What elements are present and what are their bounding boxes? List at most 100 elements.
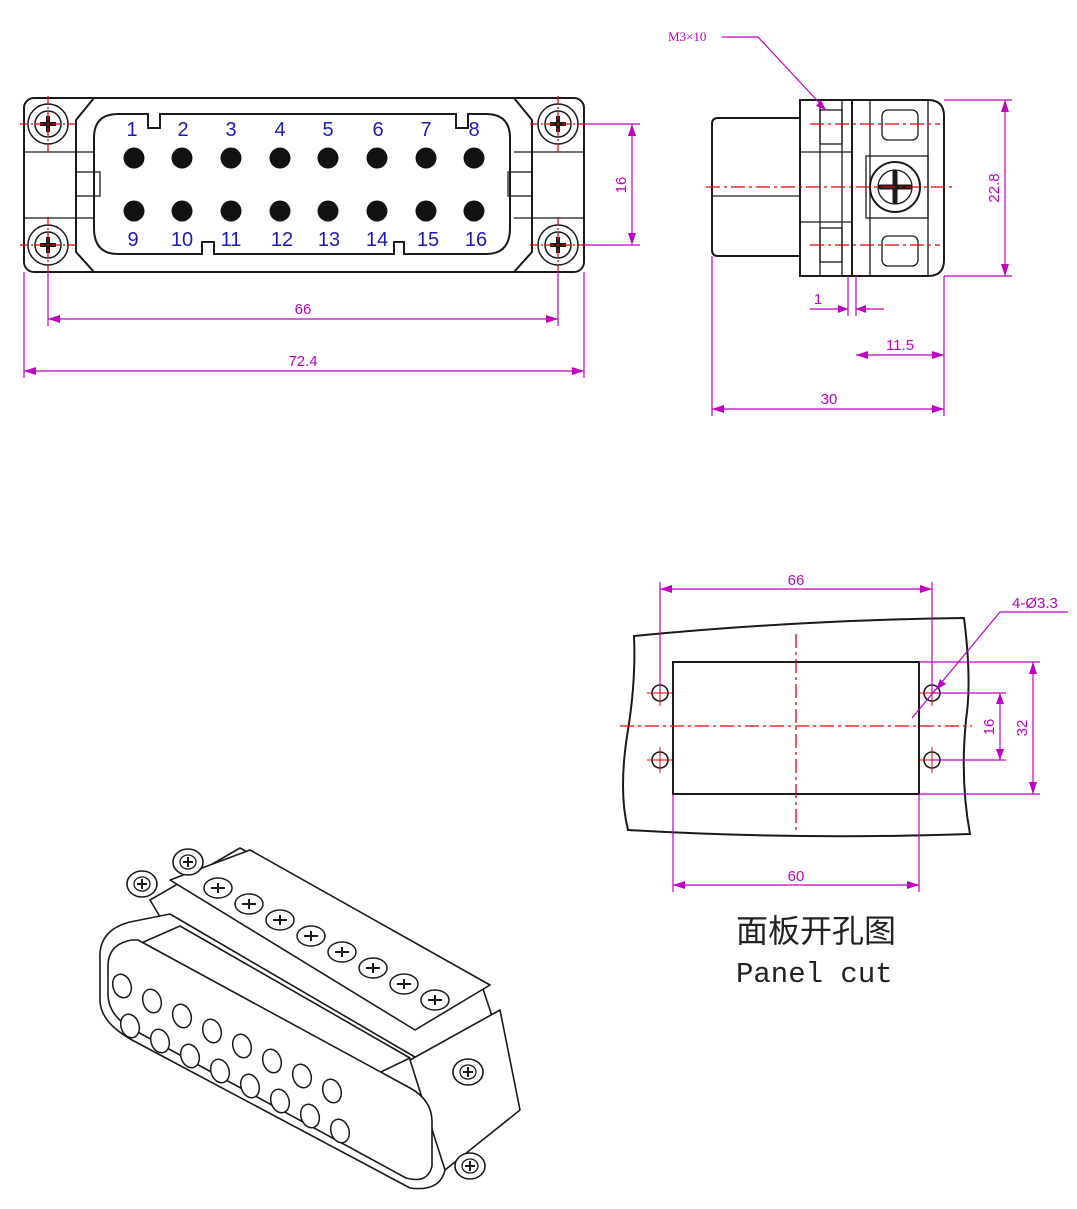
side-view: M3×10 22.8 1 11.5 30 bbox=[668, 29, 1012, 416]
phillips-icon bbox=[137, 879, 147, 889]
pin-label: 3 bbox=[225, 119, 236, 141]
dim-label-22-8: 22.8 bbox=[986, 173, 1003, 202]
front-insert-body bbox=[75, 97, 533, 273]
iso-contact-hole bbox=[239, 1073, 261, 1099]
pin-label: 1 bbox=[126, 119, 137, 141]
pin-labels-bottom: 9 10 11 12 13 14 15 16 bbox=[127, 229, 487, 251]
iso-contact-hole bbox=[171, 1003, 193, 1029]
pin-label: 12 bbox=[271, 229, 293, 251]
mounting-screws bbox=[20, 96, 586, 273]
screw-head bbox=[544, 110, 572, 138]
caption-english: Panel cut bbox=[736, 958, 893, 991]
iso-contact-hole bbox=[299, 1103, 321, 1129]
side-screw-top bbox=[819, 109, 843, 145]
pin-contact bbox=[317, 147, 339, 169]
pin-label: 16 bbox=[465, 229, 487, 251]
iso-terminal-screws bbox=[203, 877, 450, 1011]
phillips-icon bbox=[304, 931, 318, 941]
side-terminal-body bbox=[851, 99, 945, 277]
screw-head bbox=[34, 110, 62, 138]
iso-contact-hole bbox=[321, 1078, 343, 1104]
iso-contact-holes bbox=[111, 973, 351, 1144]
front-view: 1 2 3 4 5 6 7 8 9 10 11 12 13 14 15 16 1… bbox=[20, 96, 640, 378]
leader-arrow bbox=[936, 679, 946, 690]
iso-contact-hole bbox=[231, 1033, 253, 1059]
iso-contact-hole bbox=[329, 1118, 351, 1144]
screw-head bbox=[544, 231, 572, 259]
dim-label-66-panel: 66 bbox=[788, 572, 805, 589]
pin-label: 7 bbox=[420, 119, 431, 141]
iso-mounting-screws bbox=[126, 848, 486, 1180]
phillips-icon bbox=[465, 1161, 475, 1171]
iso-contact-hole bbox=[119, 1013, 141, 1039]
screw-callout: M3×10 bbox=[668, 29, 706, 44]
pin-label: 2 bbox=[177, 119, 188, 141]
dim-label-60: 60 bbox=[788, 868, 805, 885]
terminal-screw-top bbox=[881, 109, 919, 141]
pin-contact bbox=[269, 147, 291, 169]
terminal-screw-bottom bbox=[881, 235, 919, 267]
pin-label: 10 bbox=[171, 229, 193, 251]
iso-contact-hole bbox=[141, 988, 163, 1014]
pin-contact bbox=[463, 200, 485, 222]
pin-contact bbox=[366, 147, 388, 169]
latch-right bbox=[507, 171, 533, 197]
iso-contact-hole bbox=[269, 1088, 291, 1114]
pin-label: 14 bbox=[366, 229, 388, 251]
pin-labels-top: 1 2 3 4 5 6 7 8 bbox=[126, 119, 479, 141]
phillips-icon bbox=[463, 1067, 473, 1077]
phillips-icon bbox=[211, 883, 225, 893]
pin-label: 9 bbox=[127, 229, 138, 251]
phillips-icon bbox=[366, 963, 380, 973]
pin-contact bbox=[463, 147, 485, 169]
phillips-icon bbox=[273, 915, 287, 925]
iso-contact-hole bbox=[261, 1048, 283, 1074]
pin-contact bbox=[269, 200, 291, 222]
phillips-icon bbox=[428, 995, 442, 1005]
dim-label-1: 1 bbox=[814, 291, 822, 308]
hole-leader bbox=[911, 611, 1068, 719]
latch-left bbox=[75, 171, 101, 197]
panel-cut-view: 66 4-Ø3.3 16 32 60 面板开孔图 Panel cut bbox=[620, 572, 1068, 991]
iso-contact-hole bbox=[201, 1018, 223, 1044]
pin-contact bbox=[171, 147, 193, 169]
panel-plate-outline bbox=[622, 616, 972, 838]
pin-contact bbox=[317, 200, 339, 222]
iso-contact-hole bbox=[179, 1043, 201, 1069]
pin-label: 11 bbox=[221, 229, 242, 251]
pin-contact bbox=[220, 200, 242, 222]
dim-label-72-4: 72.4 bbox=[288, 353, 317, 370]
pin-label: 13 bbox=[318, 229, 340, 251]
side-front-sleeve bbox=[711, 117, 801, 257]
pin-contact bbox=[415, 147, 437, 169]
leader-arrow bbox=[816, 100, 826, 110]
iso-contact-hole bbox=[209, 1058, 231, 1084]
pin-contact bbox=[171, 200, 193, 222]
pin-contact bbox=[220, 147, 242, 169]
pin-label: 6 bbox=[372, 119, 383, 141]
front-flange-outline bbox=[23, 97, 585, 273]
phillips-icon bbox=[242, 899, 256, 909]
iso-side-flange bbox=[409, 1009, 521, 1171]
pin-contact bbox=[366, 200, 388, 222]
iso-contact-hole bbox=[291, 1063, 313, 1089]
pin-label: 5 bbox=[322, 119, 333, 141]
isometric-view bbox=[99, 847, 521, 1190]
pin-contacts bbox=[123, 147, 485, 222]
front-face-cavity bbox=[93, 113, 511, 255]
dim-label-hole: 4-Ø3.3 bbox=[1012, 595, 1058, 612]
iso-contact-hole bbox=[111, 973, 133, 999]
dim-label-11-5: 11.5 bbox=[886, 337, 914, 354]
screw-leader bbox=[722, 36, 827, 111]
caption-chinese: 面板开孔图 bbox=[736, 912, 896, 950]
dim-label-32: 32 bbox=[1014, 720, 1031, 737]
pin-label: 8 bbox=[468, 119, 479, 141]
dim-label-16-panel: 16 bbox=[981, 719, 998, 736]
dim-label-30: 30 bbox=[821, 391, 838, 408]
side-flange bbox=[799, 99, 853, 277]
pin-label: 15 bbox=[417, 229, 439, 251]
pin-contact bbox=[123, 200, 145, 222]
dim-arrows bbox=[838, 305, 866, 313]
dim-label-16: 16 bbox=[613, 177, 630, 194]
